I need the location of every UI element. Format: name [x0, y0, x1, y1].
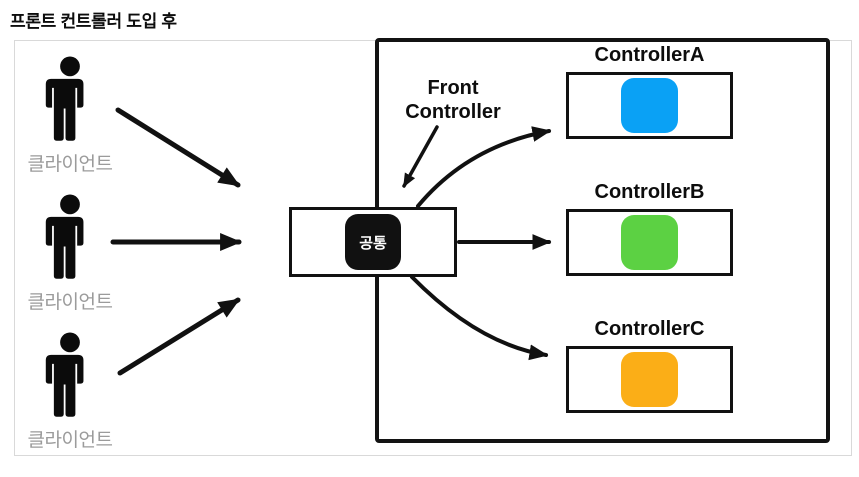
client-label: 클라이언트	[27, 292, 113, 313]
client-3: 클라이언트	[20, 328, 120, 452]
client-label: 클라이언트	[27, 430, 113, 451]
front-controller-annotation: Front Controller	[397, 76, 509, 125]
controller-c-group: ControllerC	[566, 318, 733, 413]
client-2: 클라이언트	[20, 190, 120, 314]
controller-a-label: ControllerA	[594, 44, 705, 66]
common-chip-label: 공통	[359, 234, 387, 252]
front-controller-annotation-line2: Controller	[405, 101, 501, 124]
controller-c-label: ControllerC	[594, 318, 705, 340]
person-icon	[45, 56, 84, 141]
common-chip: 공통	[345, 214, 401, 270]
controller-a-box	[566, 72, 733, 139]
person-icon	[45, 332, 84, 417]
controller-c-chip	[621, 352, 678, 407]
controller-c-box	[566, 346, 733, 413]
controller-a-chip	[621, 78, 678, 133]
client-label: 클라이언트	[27, 154, 113, 175]
controller-b-group: ControllerB	[566, 181, 733, 276]
controller-b-label: ControllerB	[594, 181, 705, 203]
person-icon	[45, 194, 84, 279]
client-1: 클라이언트	[20, 52, 120, 176]
controller-a-group: ControllerA	[566, 44, 733, 139]
controller-b-box	[566, 209, 733, 276]
front-controller-annotation-line1: Front	[427, 77, 479, 99]
page-title: 프론트 컨트롤러 도입 후	[10, 12, 177, 31]
front-controller-common-box: 공통	[289, 207, 457, 277]
controller-b-chip	[621, 215, 678, 270]
